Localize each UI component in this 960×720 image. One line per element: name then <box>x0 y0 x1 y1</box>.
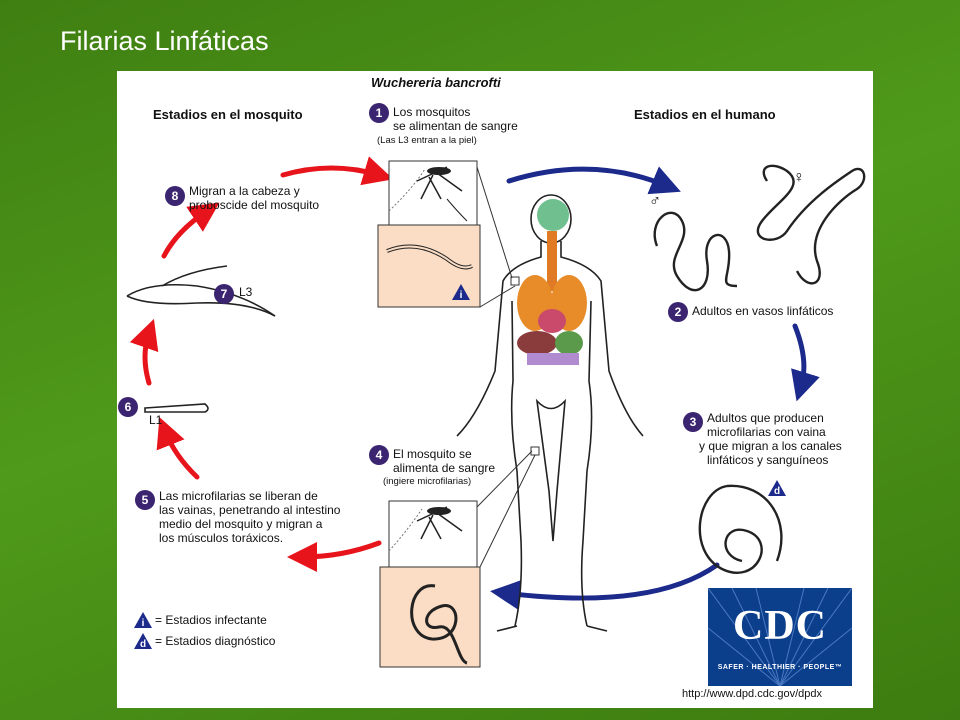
step-6-label: L1 <box>149 413 163 427</box>
step-1-line-1: Los mosquitos <box>393 105 471 119</box>
step-8-line-2: proboscide del mosquito <box>189 198 320 212</box>
arrow-4-to-5 <box>287 540 382 572</box>
arrow-3-to-4 <box>490 562 720 610</box>
step-1-badge: 1 <box>369 103 389 123</box>
male-symbol: ♂ <box>649 193 661 210</box>
legend-infective-text: = Estadios infectante <box>155 613 267 627</box>
step-7-badge: 7 <box>214 284 234 304</box>
mosquito-stages-heading: Estadios en el mosquito <box>153 107 303 122</box>
step-3-text: Adultos que producen microfilarias con v… <box>699 411 842 467</box>
microfilaria-inset-bottom <box>379 566 481 668</box>
step-5-line-2: las vainas, penetrando al intestino <box>159 503 341 517</box>
step-8-text: Migran a la cabeza y proboscide del mosq… <box>189 184 319 212</box>
arrow-5-to-6 <box>156 417 200 480</box>
svg-text:d: d <box>774 486 780 497</box>
diagram-title: Wuchereria bancrofti <box>371 75 501 90</box>
step-5-line-3: medio del mosquito y migran a <box>159 517 323 531</box>
slide-title: Filarias Linfáticas <box>60 26 269 56</box>
step-7-label: L3 <box>239 285 253 299</box>
arrow-7-to-8 <box>161 202 220 259</box>
step-4-line-1: El mosquito se <box>393 447 472 461</box>
step-2-badge: 2 <box>668 302 688 322</box>
adult-worms <box>653 164 866 292</box>
l3-larva <box>126 265 276 317</box>
step-5-text: Las microfilarias se liberan de las vain… <box>159 489 340 545</box>
infective-marker-1: i <box>451 283 471 306</box>
step-3-badge: 3 <box>683 412 703 432</box>
step-5-badge: 5 <box>135 490 155 510</box>
mosquito-feeding-inset-bottom <box>388 500 478 568</box>
step-6-badge: 6 <box>118 397 138 417</box>
step-2-text: Adultos en vasos linfáticos <box>692 304 834 318</box>
step-1-line-2: se alimentan de sangre <box>393 119 518 133</box>
legend-infective-icon: i <box>133 611 153 629</box>
human-organs <box>517 199 587 365</box>
step-1-note: (Las L3 entran a la piel) <box>377 135 477 146</box>
sheathed-microfilaria <box>698 484 783 574</box>
cdc-logo: CDC SAFER · HEALTHIER · PEOPLE™ <box>708 588 852 686</box>
step-4-text: El mosquito se alimenta de sangre <box>393 447 495 475</box>
legend-marker-d: d <box>140 639 146 650</box>
diagram-artwork <box>126 156 866 668</box>
cdc-logo-text: CDC <box>733 603 827 649</box>
step-4-note: (ingiere microfilarias) <box>383 476 472 487</box>
step-4-badge: 4 <box>369 445 389 465</box>
svg-text:i: i <box>460 290 463 301</box>
step-8-badge: 8 <box>165 186 185 206</box>
red-arrows <box>129 156 394 572</box>
step-1-text: Los mosquitos se alimentan de sangre <box>393 105 518 133</box>
arrow-8-to-1 <box>280 156 394 186</box>
cdc-logo-rays <box>708 588 852 686</box>
step-3-line-3: y que migran a los canales <box>699 439 842 453</box>
step-5-line-1: Las microfilarias se liberan de <box>159 489 318 503</box>
legend-marker-i: i <box>142 618 145 629</box>
step-3-line-1: Adultos que producen <box>707 411 824 425</box>
step-4-line-2: alimenta de sangre <box>393 461 496 475</box>
arrow-2-to-3 <box>791 323 820 402</box>
female-symbol: ♀ <box>793 169 805 186</box>
step-8-line-1: Migran a la cabeza y <box>189 184 300 198</box>
life-cycle-diagram: Wuchereria bancrofti Estadios en el mosq… <box>117 71 873 708</box>
l1-larva <box>144 403 209 413</box>
callout-lines <box>476 166 540 568</box>
legend-diagnostic-icon: d <box>133 632 153 650</box>
source-url[interactable]: http://www.dpd.cdc.gov/dpdx <box>682 688 823 700</box>
arrow-1-to-2 <box>506 166 681 195</box>
step-3-line-2: microfilarias con vaina <box>707 425 826 439</box>
legend-diagnostic-text: = Estadios diagnóstico <box>155 634 276 648</box>
human-stages-heading: Estadios en el humano <box>634 107 776 122</box>
step-5-line-4: los músculos toráxicos. <box>159 531 284 545</box>
step-3-line-4: linfáticos y sanguíneos <box>707 453 829 467</box>
cdc-logo-tagline: SAFER · HEALTHIER · PEOPLE™ <box>717 664 843 671</box>
arrow-6-to-7 <box>129 318 159 386</box>
mosquito-feeding-inset-top <box>388 160 478 226</box>
diagnostic-marker-3: d <box>767 479 787 502</box>
blue-arrows <box>490 166 820 610</box>
